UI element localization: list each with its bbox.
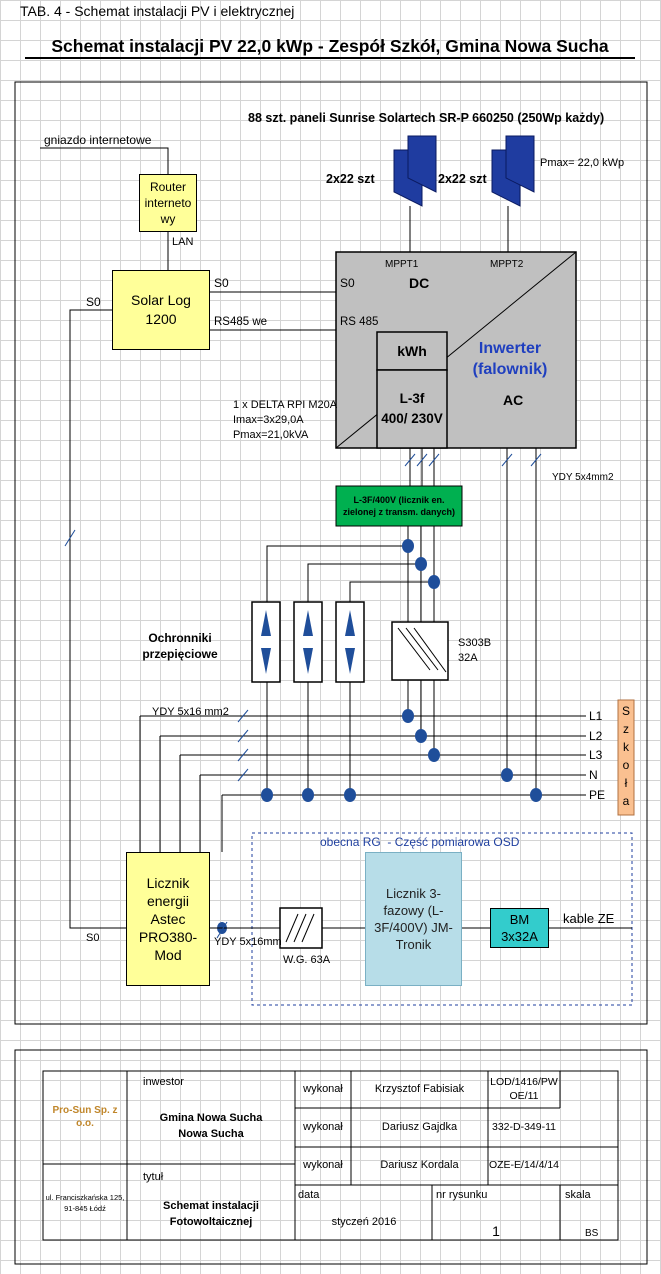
bus-label-l1: L1 xyxy=(589,709,603,723)
green-meter-box xyxy=(335,485,463,527)
inverter-model: 1 x DELTA RPI M20A Imax=3x29,0A Pmax=21,… xyxy=(233,399,338,441)
phase-label: L-3f 400/ 230V xyxy=(381,391,443,426)
license-number: 332-D-349-11 xyxy=(491,1121,556,1133)
school-label: S z k o ł a xyxy=(618,702,634,810)
s0-return-line xyxy=(69,309,126,929)
lan-label: LAN xyxy=(172,236,194,248)
school-letter: z xyxy=(623,722,629,736)
titleblock-frame xyxy=(14,1049,648,1265)
pv-panel-group-right xyxy=(491,135,535,207)
role-label: wykonał xyxy=(303,1121,343,1133)
pv-panel-group-left xyxy=(393,135,437,207)
main-switch xyxy=(279,907,323,949)
astec-meter-box: Licznik energii Astec PRO380- Mod xyxy=(126,852,210,986)
inverter-name: Inwerter (falownik) xyxy=(472,340,548,378)
date-value: styczeń 2016 xyxy=(331,1216,397,1228)
drawing-title: Schemat instalacji Fotowoltaicznej xyxy=(163,1200,259,1228)
title-label: tytuł xyxy=(143,1171,164,1183)
astec-s0-label: S0 xyxy=(86,932,100,944)
license-number: OZE-E/14/4/14 xyxy=(488,1159,560,1171)
socket-label: gniazdo internetowe xyxy=(44,133,152,147)
osd-title: obecna RG - Część pomiarowa OSD xyxy=(320,835,520,849)
astec-cable-label: YDY 5x16mm xyxy=(214,936,282,948)
panels-header: 88 szt. paneli Sunrise Solartech SR-P 66… xyxy=(248,111,605,125)
license-number: LOD/1416/PW OE/11 xyxy=(490,1076,558,1102)
solarlog-s0-label: S0 xyxy=(214,276,229,290)
solarlog-box: Solar Log 1200 xyxy=(112,270,210,350)
bus-cable-label: YDY 5x16 mm2 xyxy=(152,706,229,718)
astec-cable-tick xyxy=(216,921,228,939)
investor-label: inwestor xyxy=(143,1076,184,1088)
titleblock-grid xyxy=(42,1070,619,1241)
role-label: wykonał xyxy=(303,1159,343,1171)
mppt2-label: MPPT2 xyxy=(490,259,524,270)
bus-label-l3: L3 xyxy=(589,748,603,762)
author-name: Dariusz Gajdka xyxy=(381,1121,458,1133)
surge-feed-2 xyxy=(307,563,421,602)
school-letter: o xyxy=(622,758,630,772)
role-label: wykonał xyxy=(303,1083,343,1095)
surge-feed-1 xyxy=(266,545,408,602)
green-meter-label: L-3F/400V (licznik en. zielonej z transm… xyxy=(342,495,456,517)
investor-name: Gmina Nowa Sucha Nowa Sucha xyxy=(159,1112,263,1140)
drawing-number: 1 xyxy=(492,1223,500,1239)
surge-protector-2 xyxy=(293,601,323,683)
drawing-frame xyxy=(14,81,648,1025)
drawing-number-label: nr rysunku xyxy=(436,1189,488,1201)
breaker-label: S303B 32A xyxy=(458,637,492,664)
bm-box: BM 3x32A xyxy=(490,908,549,948)
school-letter: k xyxy=(623,740,629,754)
school-letter: S xyxy=(621,704,630,718)
sheet-title: TAB. 4 - Schemat instalacji PV i elektry… xyxy=(20,3,295,19)
ze-cables-label: kable ZE xyxy=(563,911,615,926)
s0-cable-tick xyxy=(64,529,76,547)
surge-feed-3 xyxy=(349,581,434,602)
main-title: Schemat instalacji PV 22,0 kWp - Zespół … xyxy=(51,36,609,56)
inverter-ac-label: AC xyxy=(503,392,524,408)
kwh-label: kWh xyxy=(397,343,427,359)
bus-label-l2: L2 xyxy=(589,729,603,743)
junction-connectors xyxy=(217,539,542,934)
author-name: Dariusz Kordala xyxy=(380,1159,459,1171)
ac-cable-ticks xyxy=(404,453,542,467)
author-name: Krzysztof Fabisiak xyxy=(374,1083,465,1095)
main-switch-label: W.G. 63A xyxy=(283,954,331,966)
surge-protector-3 xyxy=(335,601,365,683)
surge-protector-1 xyxy=(251,601,281,683)
kwh-box xyxy=(376,331,448,371)
inverter-rs485-label: RS 485 xyxy=(340,316,379,328)
phase-box xyxy=(376,369,448,449)
school-letter: ł xyxy=(624,776,628,790)
busbars xyxy=(139,715,586,852)
bus-label-n: N xyxy=(589,768,598,782)
company-address: ul. Franciszkańska 125, 91-845 Łódź xyxy=(45,1193,125,1213)
solarlog-rs485-label: RS485 we xyxy=(214,316,268,328)
bus-label-pe: PE xyxy=(589,788,606,802)
date-label: data xyxy=(298,1189,320,1201)
mppt1-label: MPPT1 xyxy=(385,259,419,270)
company-name: Pro-Sun Sp. z o.o. xyxy=(52,1105,118,1129)
scale-label: skala xyxy=(565,1189,591,1201)
osd-meter-box: Licznik 3- fazowy (L- 3F/400V) JM- Troni… xyxy=(365,852,462,986)
string-right-label: 2x22 szt xyxy=(438,172,487,186)
bus-cable-ticks xyxy=(237,709,249,782)
inverter-cable-label: YDY 5x4mm2 xyxy=(552,472,614,483)
solarlog-s0-left-label: S0 xyxy=(86,295,101,309)
inverter-dc-label: DC xyxy=(409,275,430,291)
school-box xyxy=(617,699,635,816)
pmax-label: Pmax= 22,0 kWp xyxy=(540,157,625,169)
socket-line xyxy=(40,147,169,174)
router-box: Router interneto wy xyxy=(139,174,197,232)
school-letter: a xyxy=(622,794,630,808)
inverter-diagonal xyxy=(335,251,577,449)
scale-value: BS xyxy=(585,1228,599,1239)
string-left-label: 2x22 szt xyxy=(326,172,375,186)
inverter-s0-label: S0 xyxy=(340,276,355,290)
surge-protectors-label: Ochronniki przepięciowe xyxy=(142,631,218,661)
breaker-s303b xyxy=(391,621,449,681)
